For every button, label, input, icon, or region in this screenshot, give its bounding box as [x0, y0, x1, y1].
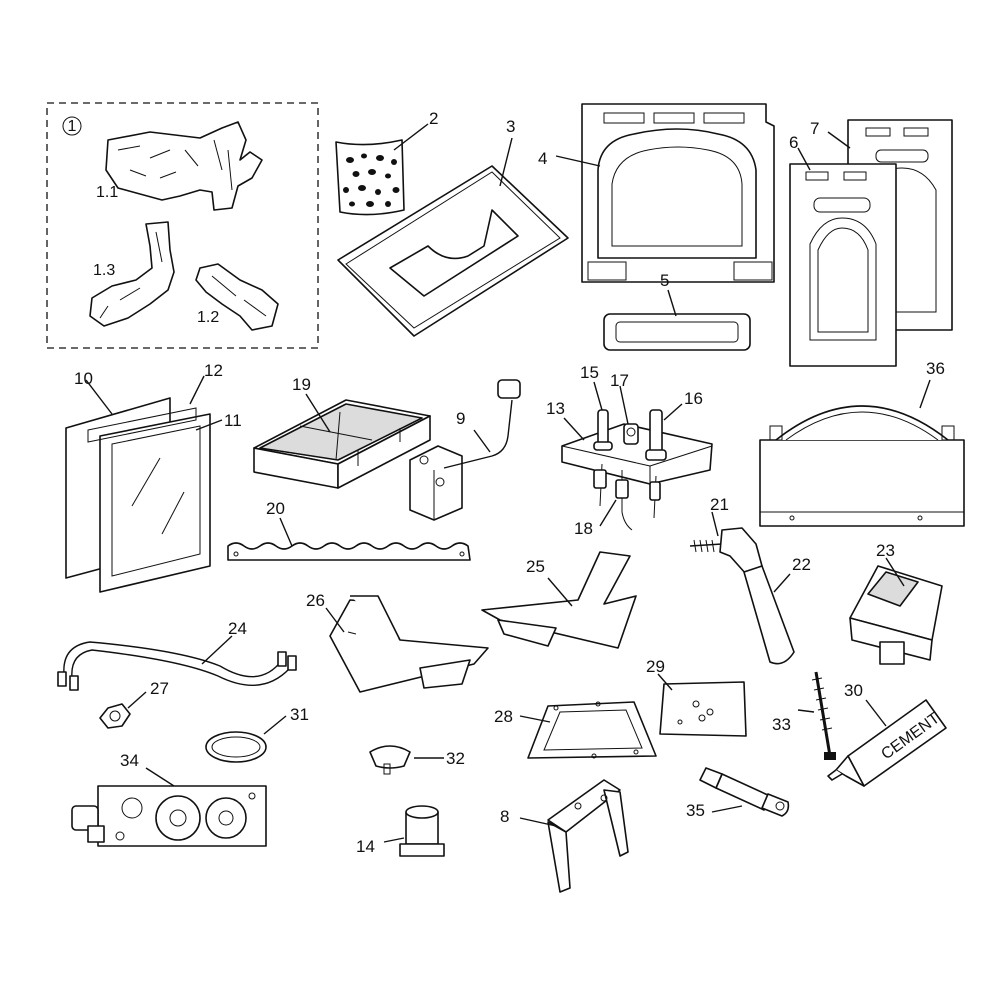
part-2-embers: 2	[335, 109, 438, 216]
label-15: 15	[580, 363, 599, 382]
part-34-gas-valve: 34	[71, 751, 267, 847]
label-20: 20	[266, 499, 285, 518]
part-25-bracket: 25	[481, 551, 637, 649]
part-17-thermocouple: 17	[610, 371, 639, 445]
label-17: 17	[610, 371, 629, 390]
label-6: 6	[789, 133, 798, 152]
label-1-2: 1.2	[197, 309, 219, 326]
label-28: 28	[494, 707, 513, 726]
part-11-frame: 11	[99, 411, 242, 593]
label-8: 8	[500, 807, 509, 826]
part-18-wires: 18	[574, 463, 661, 538]
part-26-bracket: 26	[306, 591, 489, 693]
label-21: 21	[710, 495, 729, 514]
part-3-base-plate: 3	[337, 117, 569, 337]
part-1-1-log	[105, 121, 263, 211]
label-26: 26	[306, 591, 325, 610]
label-32: 32	[446, 749, 465, 768]
label-36: 36	[926, 359, 945, 378]
label-33: 33	[772, 715, 791, 734]
part-30-cement-tube: CEMENT 30	[827, 681, 947, 787]
label-34: 34	[120, 751, 139, 770]
part-23-switch: 23	[849, 541, 943, 665]
part-8-legs: 8	[500, 779, 629, 893]
part-19-burner: 19	[253, 375, 431, 489]
part-15-electrode: 15	[580, 363, 613, 451]
part-32-clip: 32	[369, 745, 465, 775]
part-35-igniter: 35	[686, 767, 790, 820]
label-1-3: 1.3	[93, 262, 115, 279]
label-7: 7	[810, 119, 819, 138]
label-4: 4	[538, 149, 547, 168]
part-33-bolt: 33	[772, 671, 836, 760]
label-1: 1	[68, 118, 77, 135]
label-2: 2	[429, 109, 438, 128]
part-1-3-log	[89, 221, 175, 327]
label-5: 5	[660, 271, 669, 290]
part-5-louver: 5	[603, 271, 751, 351]
label-27: 27	[150, 679, 169, 698]
label-18: 18	[574, 519, 593, 538]
label-3: 3	[506, 117, 515, 136]
part-1-2-log	[195, 263, 279, 331]
label-22: 22	[792, 555, 811, 574]
part-22-handle: 22	[719, 527, 811, 665]
part-21-screw: 21	[689, 495, 729, 553]
part-1-log-set-group: 1 1.1 1.3 1.2	[46, 102, 319, 349]
label-29: 29	[646, 657, 665, 676]
part-14-bushing: 14	[356, 805, 445, 857]
label-19: 19	[292, 375, 311, 394]
part-24-wire-harness: 24	[57, 619, 297, 691]
label-31: 31	[290, 705, 309, 724]
label-12: 12	[204, 361, 223, 380]
part-20-baffle: 20	[227, 499, 471, 561]
label-23: 23	[876, 541, 895, 560]
label-16: 16	[684, 389, 703, 408]
label-10: 10	[74, 369, 93, 388]
part-9-pilot-tube: 9	[409, 379, 521, 521]
label-24: 24	[228, 619, 247, 638]
label-25: 25	[526, 557, 545, 576]
part-12-gasket: 12	[87, 361, 223, 443]
label-14: 14	[356, 837, 375, 856]
part-16-pilot-hood: 16	[645, 389, 703, 461]
part-29-plate: 29	[646, 657, 747, 737]
label-30: 30	[844, 681, 863, 700]
part-4-front-door: 4	[538, 103, 775, 283]
part-36-top-cover: 36	[759, 359, 965, 527]
part-6-door-panel: 6	[789, 133, 897, 367]
part-27-nut: 27	[99, 679, 169, 729]
label-11: 11	[224, 411, 242, 430]
label-13: 13	[546, 399, 565, 418]
label-9: 9	[456, 409, 465, 428]
part-28-gasket: 28	[494, 701, 657, 759]
label-1-1: 1.1	[96, 184, 118, 201]
label-35: 35	[686, 801, 705, 820]
part-31-o-ring: 31	[205, 705, 309, 763]
